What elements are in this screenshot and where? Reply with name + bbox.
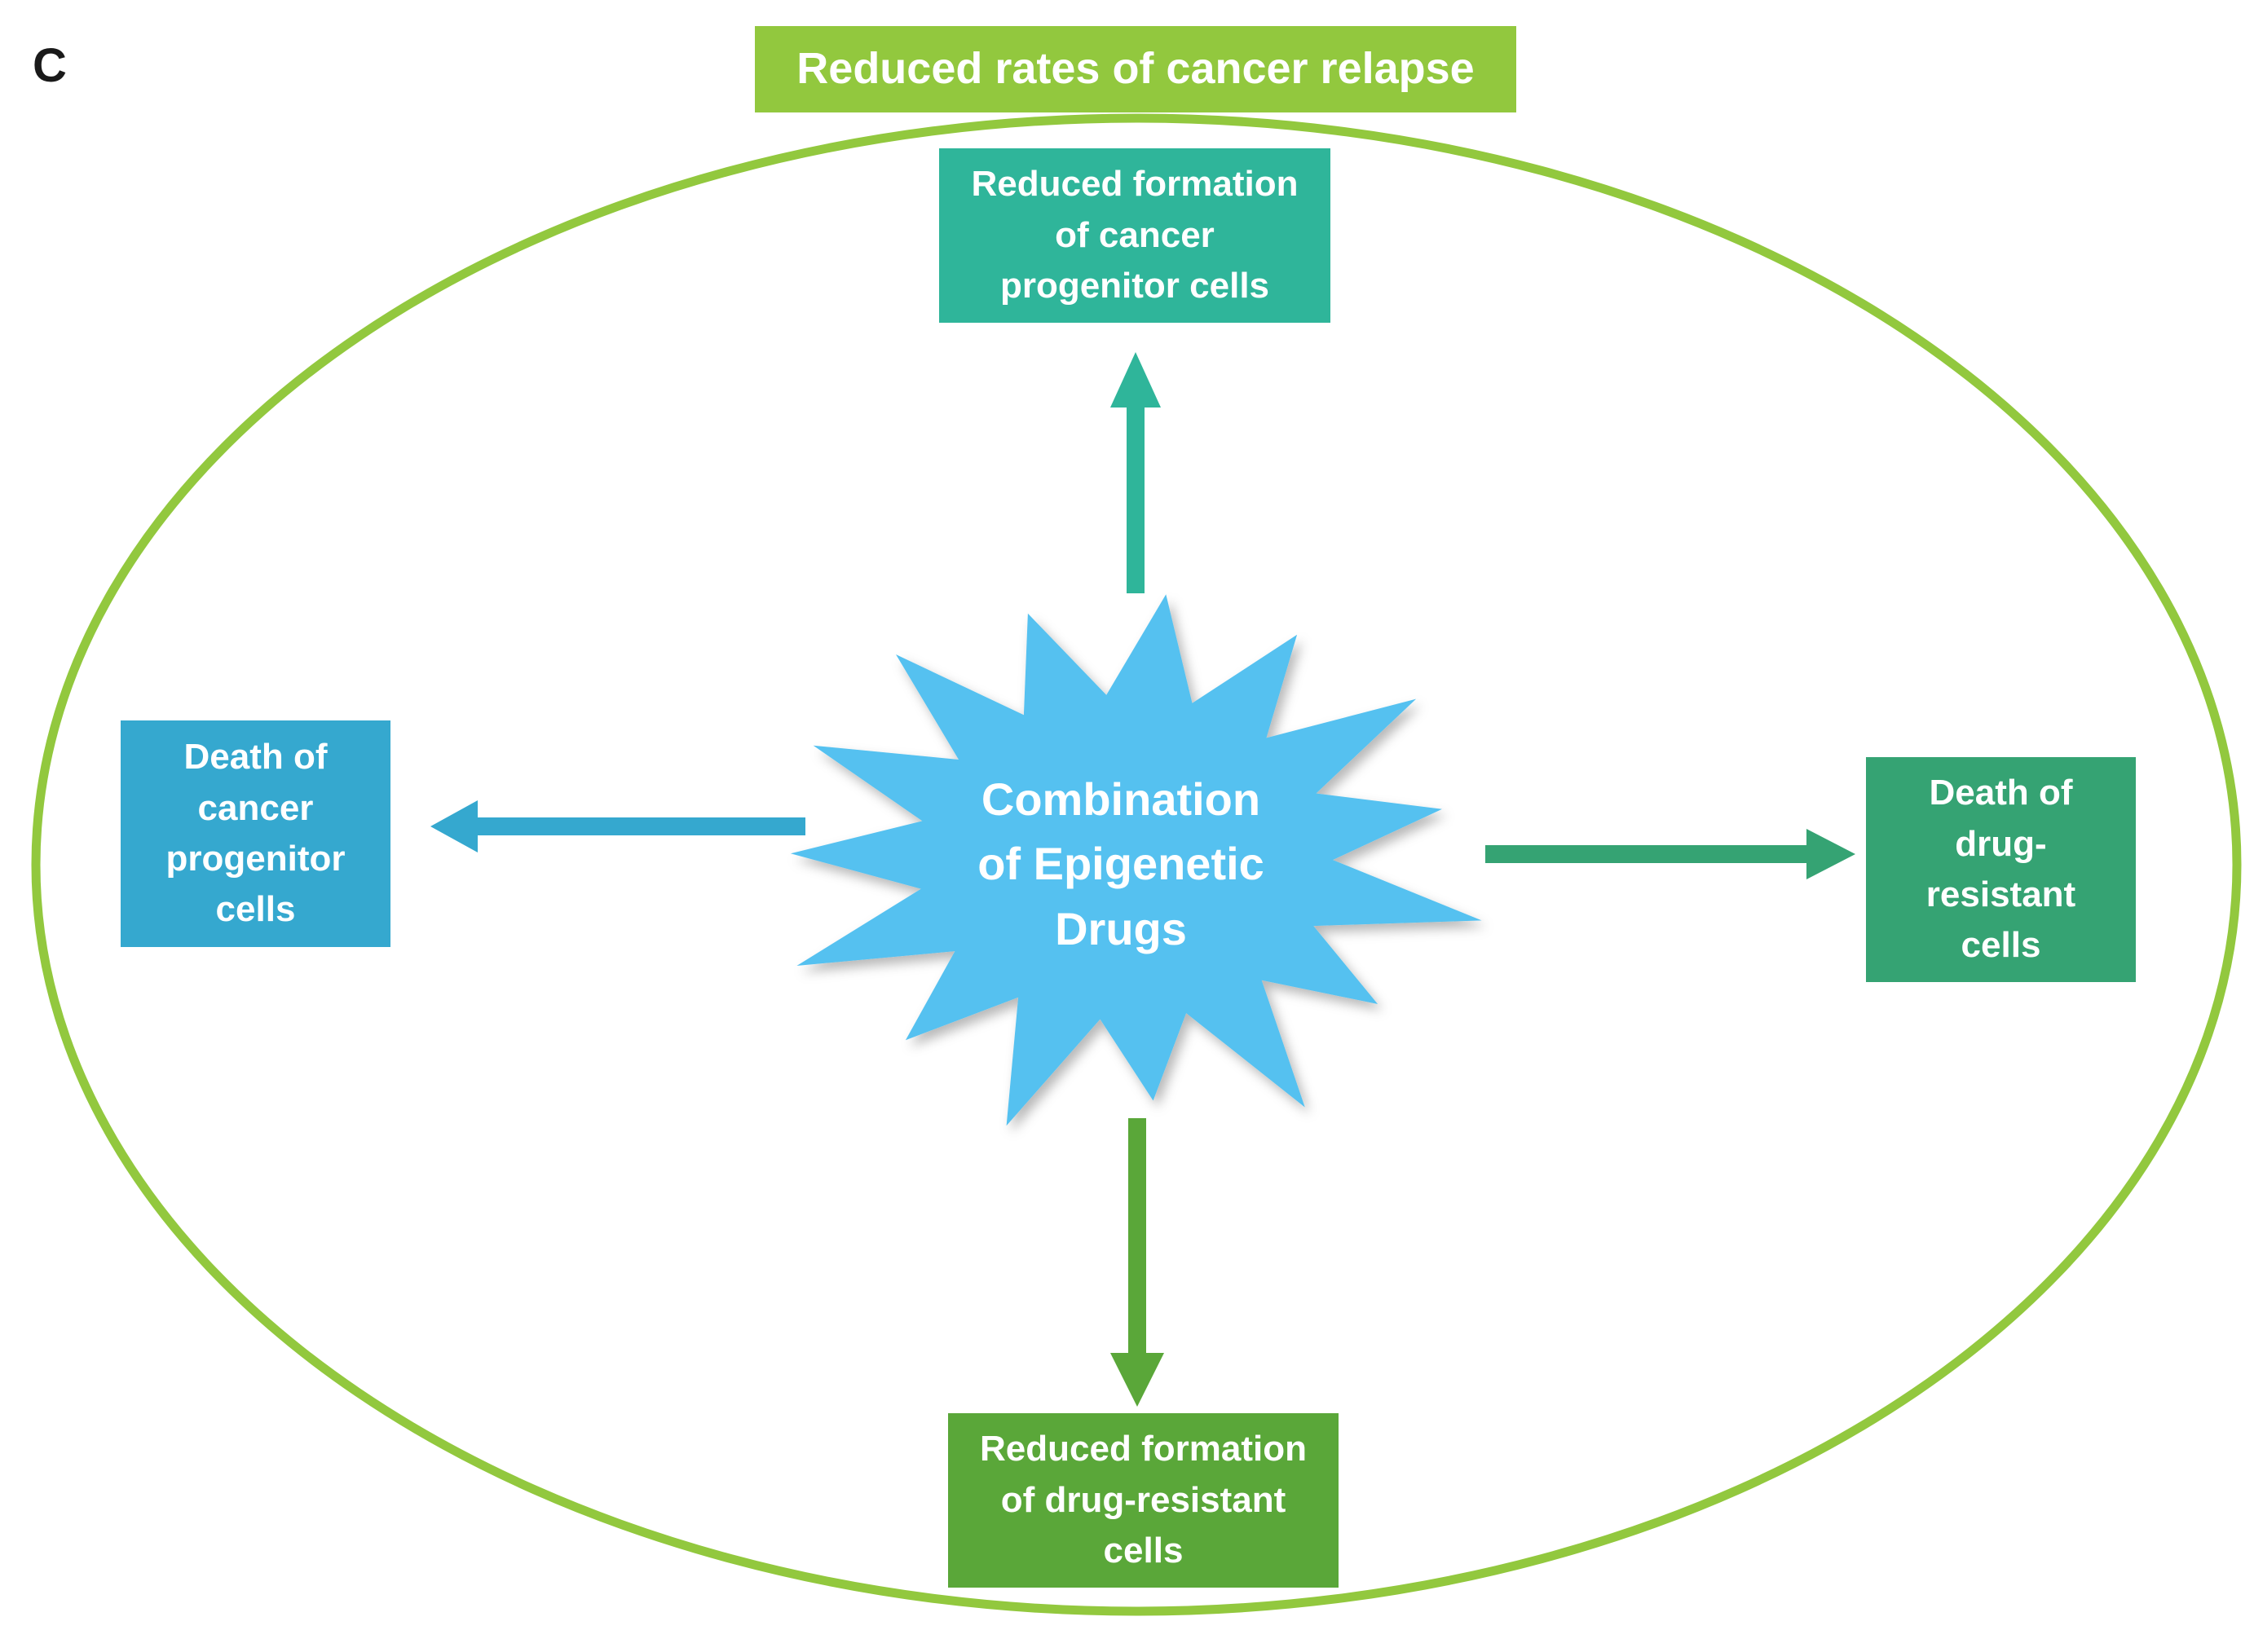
outcome-box-top: Reduced formation of cancer progenitor c… — [939, 148, 1330, 323]
arrow-right — [1485, 829, 1855, 879]
outcome-box-bottom: Reduced formation of drug-resistant cell… — [948, 1413, 1339, 1588]
arrow-down — [1110, 1118, 1164, 1407]
starburst-shape — [790, 594, 1482, 1126]
panel-letter: C — [33, 39, 67, 92]
cell-boundary-ellipse — [31, 113, 2242, 1616]
outcome-box-left: Death of cancer progenitor cells — [121, 720, 390, 947]
center-label: Combination of Epigenetic Drugs — [977, 773, 1264, 954]
outcome-box-right: Death of drug- resistant cells — [1866, 757, 2136, 982]
arrow-up — [1110, 352, 1161, 593]
title-banner: Reduced rates of cancer relapse — [755, 26, 1516, 112]
arrow-left — [430, 800, 805, 852]
